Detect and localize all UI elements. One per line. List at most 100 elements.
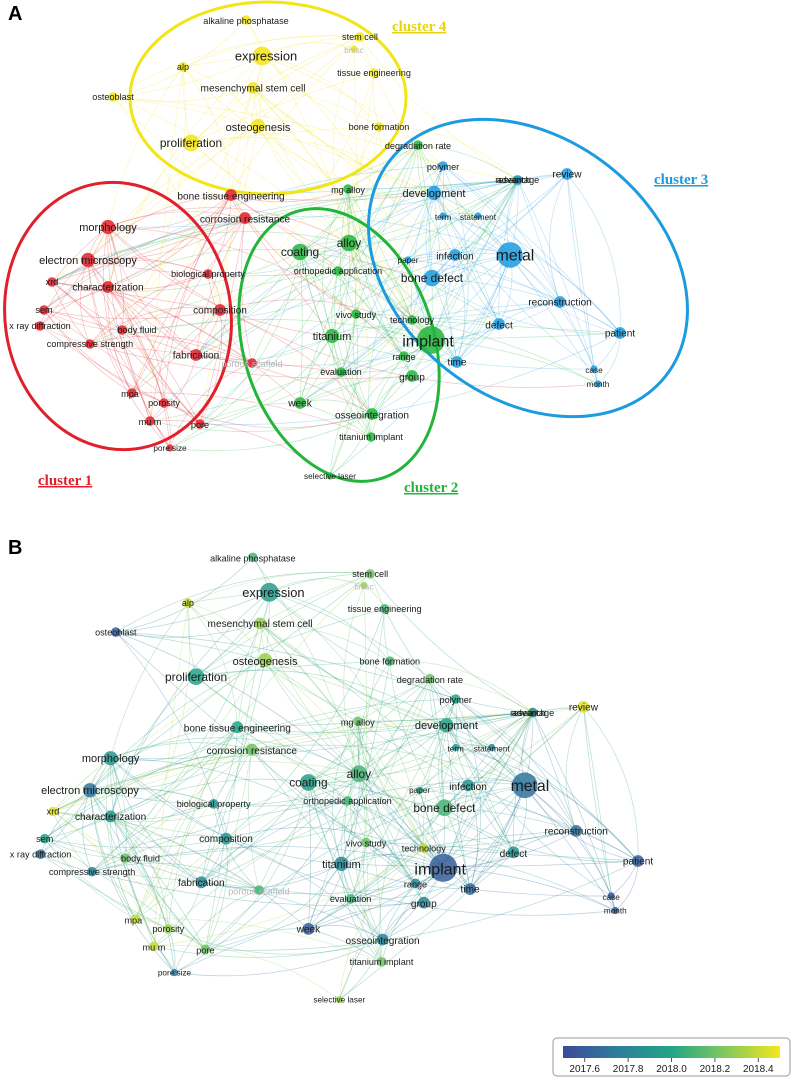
network-link — [153, 939, 383, 958]
network-link — [190, 36, 361, 144]
network-link — [411, 319, 621, 334]
network-node — [80, 252, 96, 268]
node-label: x ray diffraction — [10, 849, 72, 859]
network-node — [360, 581, 368, 590]
network-link — [124, 749, 253, 859]
network-link — [205, 860, 639, 951]
node-label: fabrication — [173, 351, 220, 362]
network-link — [107, 226, 599, 388]
network-link — [195, 592, 270, 677]
legend-tick-label: 2018.4 — [743, 1064, 774, 1075]
network-node — [245, 743, 258, 756]
network-link — [252, 87, 456, 256]
network-link — [308, 773, 360, 930]
network-link — [340, 277, 433, 373]
network-link — [121, 329, 165, 404]
network-node — [250, 118, 266, 134]
network-link — [524, 785, 639, 862]
network-node — [39, 833, 50, 844]
network-link — [89, 789, 348, 807]
network-node — [497, 242, 523, 268]
network-link — [199, 55, 263, 425]
network-link — [52, 659, 266, 812]
network-link — [371, 355, 405, 415]
network-link — [338, 842, 368, 1000]
network-link — [269, 578, 365, 593]
network-link — [363, 842, 383, 940]
network-link — [341, 863, 382, 963]
network-node — [376, 957, 387, 967]
network-link — [92, 871, 424, 907]
network-node — [376, 933, 389, 946]
network-node — [334, 856, 349, 871]
network-link — [261, 55, 444, 167]
node-label: orthopedic application — [303, 796, 391, 806]
network-link — [149, 194, 232, 422]
panel-a-label: A — [8, 3, 23, 25]
node-label: x ray diffraction — [9, 321, 71, 331]
network-node — [324, 328, 340, 344]
network-link — [131, 217, 246, 394]
network-link — [174, 939, 383, 977]
network-link — [195, 573, 371, 677]
network-link — [433, 192, 500, 325]
network-node — [214, 304, 226, 316]
network-link — [52, 811, 126, 859]
network-link — [308, 712, 533, 783]
network-link — [44, 838, 227, 849]
network-link — [348, 242, 458, 363]
network-link — [299, 179, 518, 253]
network-link — [205, 592, 270, 950]
node-label: titanium — [313, 331, 352, 343]
network-link — [347, 800, 416, 884]
network-link — [308, 925, 383, 940]
network-link — [269, 573, 371, 593]
network-node — [258, 653, 273, 668]
network-node — [429, 853, 458, 882]
network-link — [110, 816, 206, 950]
network-link — [423, 712, 533, 849]
network-link — [308, 782, 367, 843]
network-link — [110, 757, 416, 884]
network-link — [51, 260, 209, 283]
network-node — [404, 256, 412, 264]
network-link — [199, 251, 301, 425]
network-link — [417, 144, 456, 256]
network-link — [308, 782, 342, 864]
network-link — [369, 573, 534, 713]
network-link — [52, 811, 155, 947]
network-link — [425, 192, 435, 279]
network-node — [353, 716, 363, 727]
network-link — [182, 66, 232, 196]
network-link — [308, 928, 382, 963]
network-link — [423, 848, 616, 911]
network-link — [299, 251, 432, 341]
network-link — [135, 573, 371, 920]
network-link — [89, 335, 253, 364]
node-label: pore size — [153, 444, 187, 453]
network-link — [174, 882, 416, 973]
network-link — [433, 179, 519, 194]
node-label: patient — [605, 329, 636, 340]
network-link — [331, 332, 621, 339]
network-link — [107, 286, 301, 404]
network-link — [52, 757, 111, 812]
network-node — [416, 786, 424, 794]
network-link — [187, 602, 492, 748]
network-link — [245, 19, 372, 438]
network-link — [332, 721, 359, 865]
node-label: week — [287, 399, 313, 410]
network-link — [110, 737, 360, 775]
network-node — [513, 175, 523, 185]
network-link — [429, 678, 533, 713]
network-link — [339, 888, 471, 1000]
node-label: composition — [193, 306, 247, 317]
network-link — [252, 87, 380, 128]
network-node — [594, 380, 602, 388]
node-label: mpa — [124, 915, 143, 925]
network-link — [196, 670, 447, 726]
network-node — [247, 82, 259, 94]
network-link — [43, 286, 109, 311]
node-label: alloy — [337, 236, 362, 250]
network-link — [91, 803, 214, 872]
